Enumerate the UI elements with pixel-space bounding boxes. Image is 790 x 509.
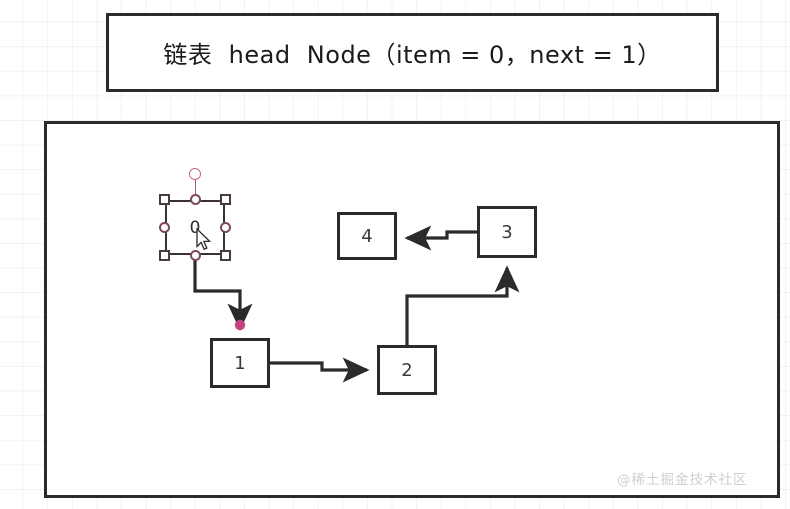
diagram-node-2[interactable]: 2 bbox=[377, 345, 437, 395]
connect-handle-bottom[interactable] bbox=[189, 250, 201, 261]
diagram-node-0[interactable]: 0 bbox=[165, 200, 225, 255]
resize-handle-bottom-right[interactable] bbox=[220, 250, 231, 261]
connect-handle-top[interactable] bbox=[189, 194, 201, 205]
connect-handle-left[interactable] bbox=[159, 222, 170, 233]
diagram-frame bbox=[44, 121, 780, 498]
node-label: 3 bbox=[501, 221, 513, 243]
watermark-text: @稀土掘金技术社区 bbox=[617, 472, 748, 488]
diagram-node-3[interactable]: 3 bbox=[477, 206, 537, 258]
resize-handle-top-right[interactable] bbox=[220, 194, 231, 205]
rotate-handle-icon[interactable] bbox=[189, 168, 201, 180]
diagram-node-4[interactable]: 4 bbox=[337, 212, 397, 260]
title-banner: 链表 head Node（item = 0，next = 1） bbox=[106, 13, 719, 92]
node-label: 2 bbox=[401, 359, 413, 381]
diagram-node-0-selection[interactable]: 0 bbox=[159, 168, 231, 261]
resize-handle-top-left[interactable] bbox=[159, 194, 170, 205]
diagram-node-1[interactable]: 1 bbox=[210, 338, 270, 388]
resize-handle-bottom-left[interactable] bbox=[159, 250, 170, 261]
page-title: 链表 head Node（item = 0，next = 1） bbox=[163, 41, 662, 69]
rotate-handle-stem bbox=[194, 179, 197, 201]
node-label: 4 bbox=[361, 225, 373, 247]
node-label: 1 bbox=[234, 352, 246, 374]
node-label: 0 bbox=[189, 217, 201, 238]
connect-handle-right[interactable] bbox=[220, 222, 231, 233]
